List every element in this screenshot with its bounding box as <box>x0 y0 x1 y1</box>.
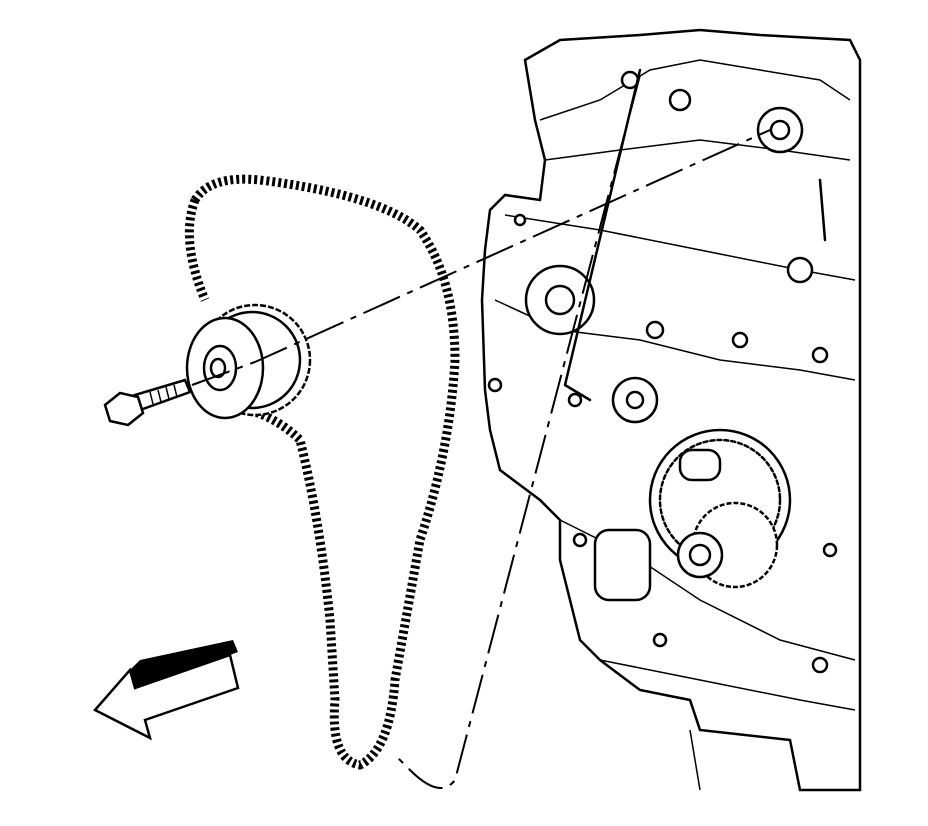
timing-chain <box>184 174 460 770</box>
camshaft-sprocket <box>185 303 312 420</box>
alignment-leader-lines <box>191 74 771 789</box>
sprocket-bolt <box>103 378 192 427</box>
engine-block <box>480 28 862 792</box>
front-direction-arrow-icon <box>93 640 240 741</box>
